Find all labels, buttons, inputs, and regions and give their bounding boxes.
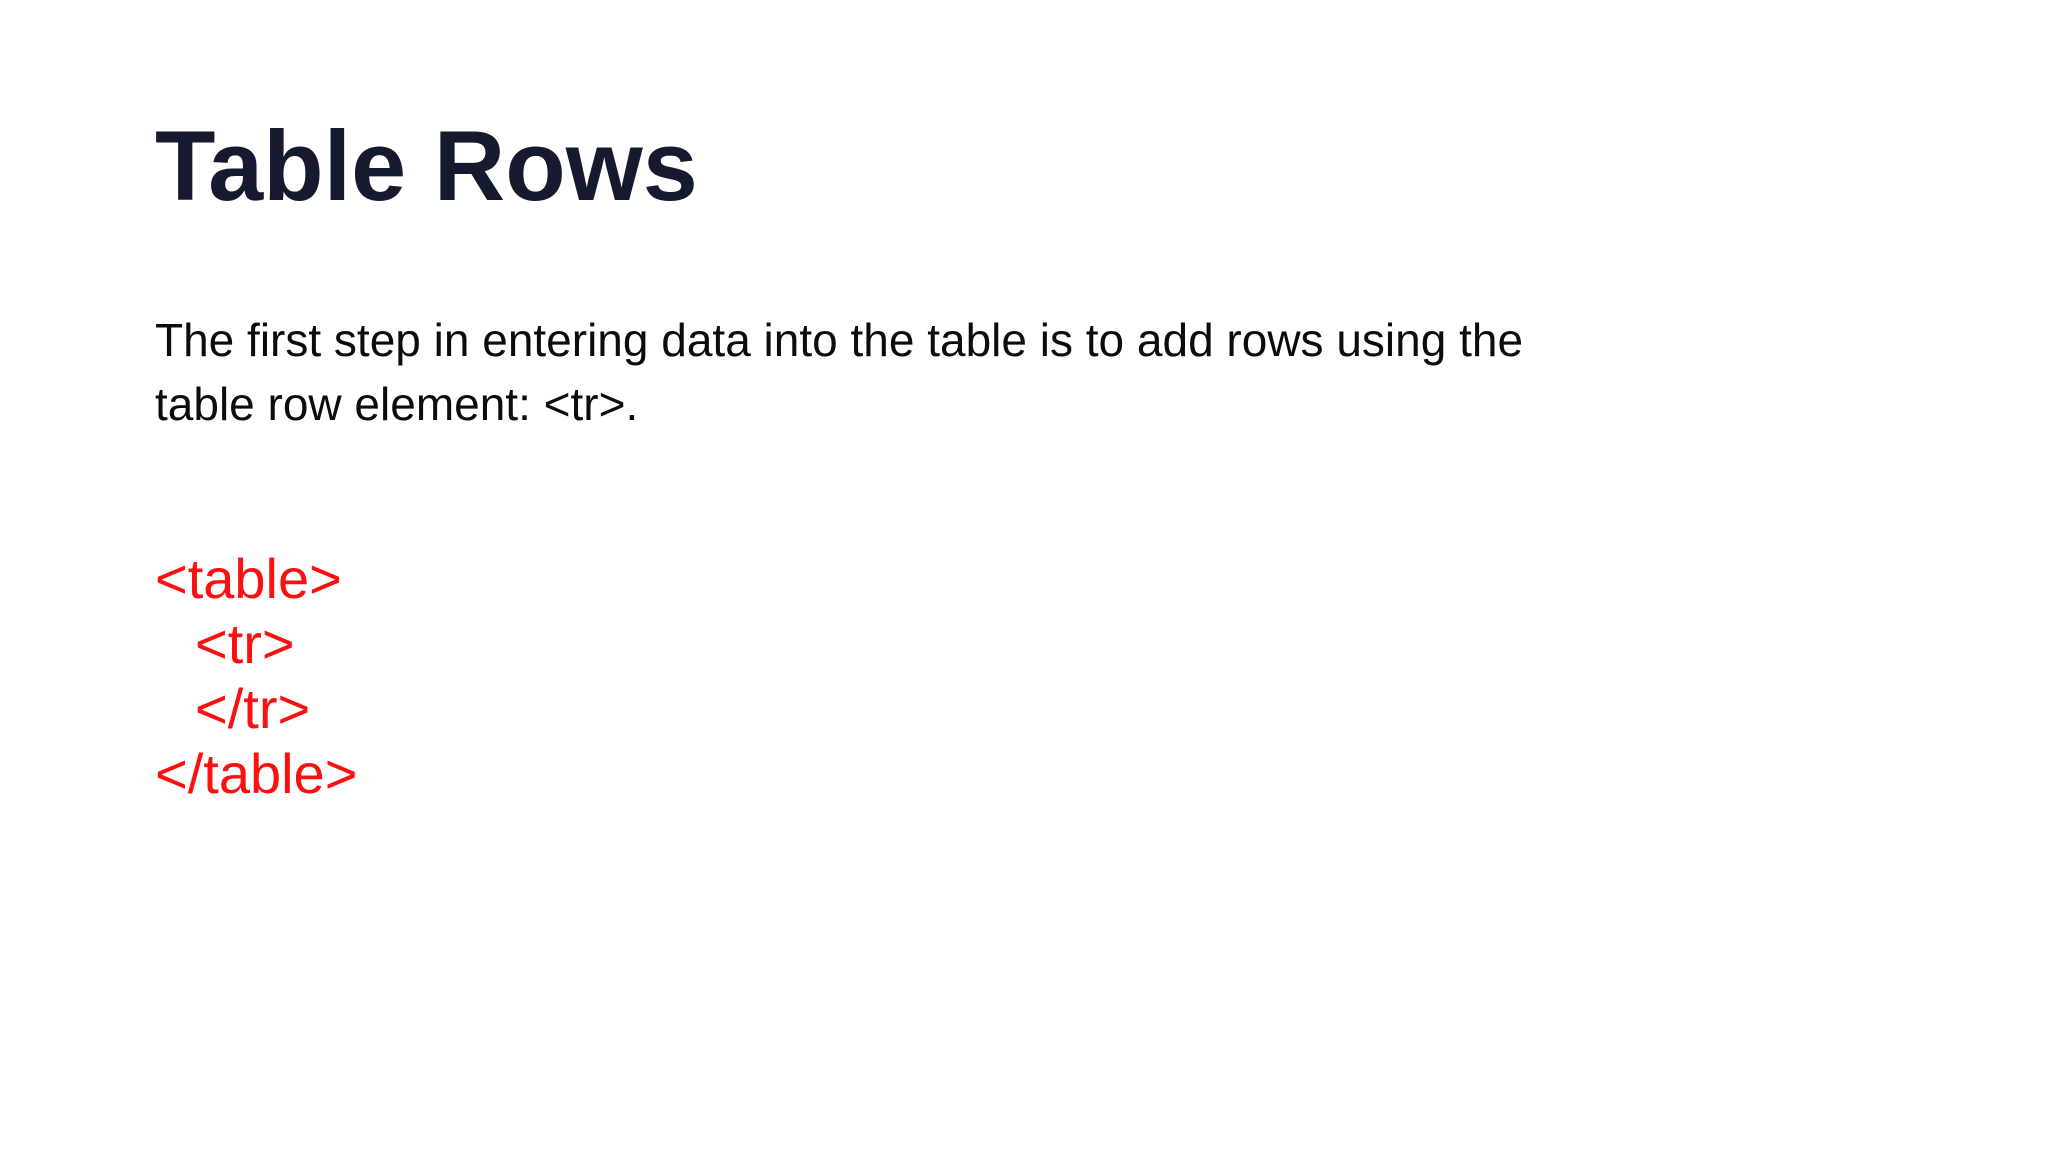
slide-title: Table Rows: [155, 110, 698, 221]
paragraph-line: The first step in entering data into the…: [155, 314, 1524, 366]
code-line-tr-open: <tr>: [195, 612, 295, 675]
code-line-table-open: <table>: [155, 547, 342, 610]
code-line-tr-close: </tr>: [195, 677, 311, 740]
code-line-table-close: </table>: [155, 742, 358, 805]
paragraph-line: table row element: <tr>.: [155, 378, 639, 430]
body-paragraph: The first step in entering data into the…: [155, 308, 1523, 436]
code-block: <table> <tr> </tr> </table>: [155, 546, 357, 806]
